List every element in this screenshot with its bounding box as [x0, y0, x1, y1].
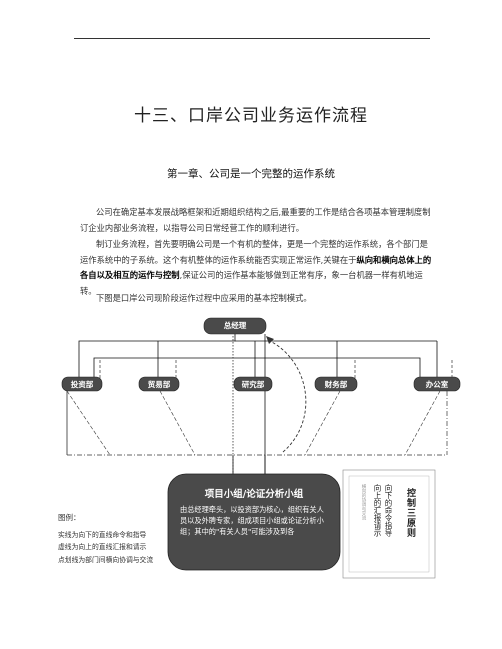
line-diag-1 [66, 390, 111, 456]
box-dept-trade [138, 376, 180, 392]
header-rule [74, 38, 430, 39]
arrow-head [266, 336, 274, 344]
paragraph-1: 公司在确定基本发展战略框架和近期组织结构之后,最重要的工作是结合各项基本管理制度… [80, 207, 431, 233]
legend: 图例： 实线为向下的直线命令和指导 虚线为向上的直线汇报和请示 点划线为部门间横… [58, 512, 153, 566]
control-principle-1: 向下的命令指导 [384, 484, 393, 537]
label-dept-investment: 投资部 [70, 380, 94, 389]
control-principle-3: 横向的协调与交流 [361, 484, 366, 520]
label-dept-finance: 财务部 [324, 380, 348, 389]
page-title: 十三、口岸公司业务运作流程 [134, 106, 368, 126]
line-diag-4 [404, 390, 441, 456]
legend-heading: 图例： [58, 513, 81, 522]
control-principle-2: 向上的汇报请示 [373, 484, 382, 537]
line-solid-inner [93, 357, 421, 378]
curve-dashed-arrow [267, 339, 307, 453]
box-dept-investment [61, 376, 103, 392]
label-dept-trade: 贸易部 [147, 380, 171, 389]
label-dept-office: 办公室 [425, 380, 449, 389]
chapter-heading: 第一章、公司是一个完整的运作系统 [167, 168, 335, 180]
paragraph-2-text-a: 制订业务流程，首先要明确公司是一个有机的整体，更是一个完整的运作系统，各个部门是… [80, 239, 428, 265]
label-dept-research: 研究部 [241, 380, 265, 389]
legend-item-solid: 实线为向下的直线命令和指导 [58, 530, 147, 539]
control-panel-title: 控制三原则 [405, 488, 415, 538]
legend-item-dashed: 虚线为向上的直线汇报和请示 [58, 543, 147, 551]
label-general-manager: 总经理 [223, 321, 247, 330]
box-project-group [167, 473, 341, 571]
line-solid-top [78, 334, 236, 378]
project-group-text: 由总经理牵头，以投资部为核心，组织有关人员以及外聘专家，组成项目小组或论证分析小… [180, 505, 324, 536]
box-dept-finance [314, 376, 358, 392]
project-group-title: 项目小组/论证分析小组 [204, 489, 304, 500]
line-diag-3 [304, 390, 341, 456]
box-dept-office [413, 376, 461, 392]
box-dept-research [233, 376, 273, 392]
paragraph-2: 制订业务流程，首先要明确公司是一个有机的整体，更是一个完整的运作系统，各个部门是… [80, 237, 432, 299]
paragraph-3: 下图是口岸公司现阶段运作过程中应采用的基本控制模式。 [96, 293, 312, 303]
paragraph-2-text-b: ,保证公司的运作基本能够做到正常有序，象一台机器一样有机地运转。 [80, 270, 423, 296]
legend-item-dotdash: 点划线为部门间横向协调与交流 [58, 555, 154, 564]
box-control-panel-inner [348, 475, 430, 573]
line-diag-2 [159, 390, 196, 456]
paragraph-2-bold: 纵向和横向总体上的各自以及相互的运作与控制 [80, 254, 432, 281]
